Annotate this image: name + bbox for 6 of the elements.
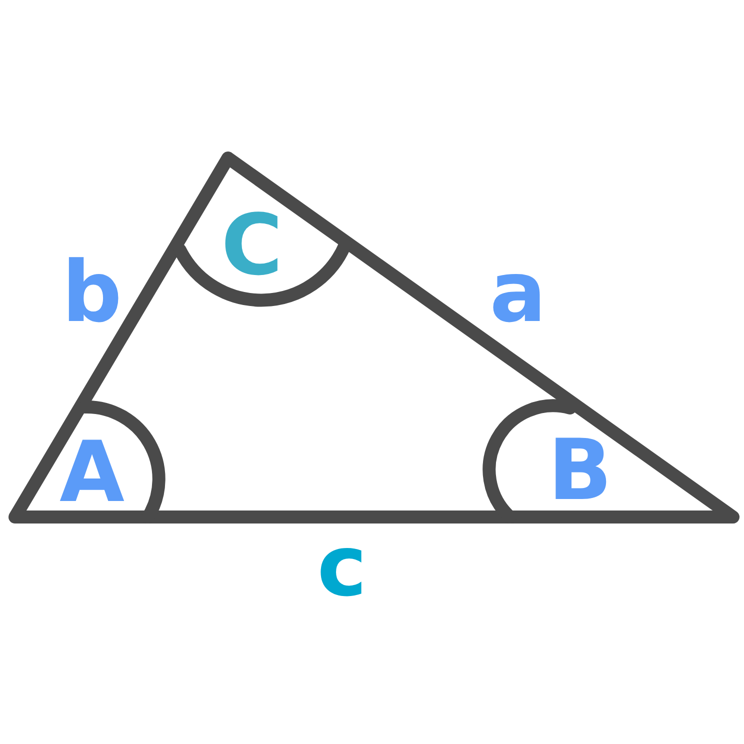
side-label: c	[317, 524, 367, 608]
angle-label: C	[221, 203, 283, 287]
side-label: b	[62, 250, 122, 334]
angle-label: A	[60, 430, 124, 514]
side-label: a	[490, 250, 546, 334]
angle-label: B	[548, 428, 612, 512]
